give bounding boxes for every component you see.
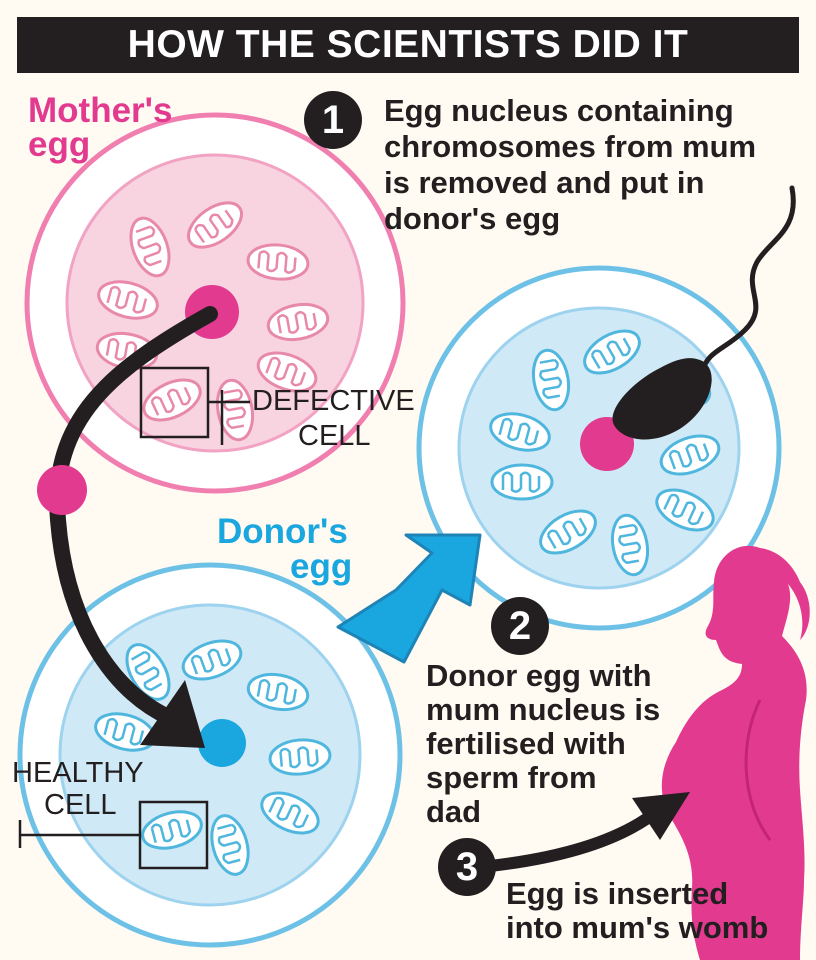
- healthy-cell-callout: [18, 800, 209, 870]
- step-3-line1: Egg is inserted: [506, 876, 729, 911]
- mother-egg-label-line1: Mother's: [28, 91, 173, 130]
- step-1-line4: donor's egg: [384, 201, 561, 236]
- page-title: HOW THE SCIENTISTS DID IT: [127, 23, 689, 66]
- pregnant-woman-icon: [661, 545, 810, 960]
- healthy-cell-label-line1: HEALTHY: [12, 757, 144, 789]
- healthy-cell-label-line2: CELL: [44, 789, 117, 821]
- blue-arrow-icon: [336, 533, 482, 664]
- transfer-arrow-icon: [37, 306, 218, 748]
- defective-cell-label-line2: CELL: [298, 420, 371, 452]
- defective-cell-callout: [139, 366, 250, 445]
- step-2-number: 2: [491, 597, 549, 655]
- step-1-line2: chromosomes from mum: [384, 129, 757, 164]
- step-2-line2: mum nucleus is: [426, 692, 661, 727]
- mother-egg-label-line2: egg: [28, 125, 91, 164]
- defective-cell-label-line1: DEFECTIVE: [252, 385, 415, 417]
- sperm-icon: [612, 185, 796, 440]
- step-2-line5: dad: [426, 794, 482, 829]
- step-1-line3: is removed and put in: [384, 165, 705, 200]
- step-2-line1: Donor egg with: [426, 658, 652, 693]
- step-2-line3: fertilised with: [426, 726, 626, 761]
- womb-arrow-icon: [464, 792, 690, 874]
- donor-egg-label-line1: Donor's: [217, 512, 348, 551]
- title-bar: [17, 17, 799, 73]
- step-3-line2: into mum's womb: [506, 910, 769, 945]
- donor-egg-label-line2: egg: [290, 547, 353, 586]
- step-1-number: 1: [304, 91, 362, 149]
- step-3-number: 3: [438, 838, 496, 896]
- step-2-line4: sperm from: [426, 760, 597, 795]
- donor-egg-cell-icon: [17, 562, 403, 948]
- step-1-line1: Egg nucleus containing: [384, 93, 734, 128]
